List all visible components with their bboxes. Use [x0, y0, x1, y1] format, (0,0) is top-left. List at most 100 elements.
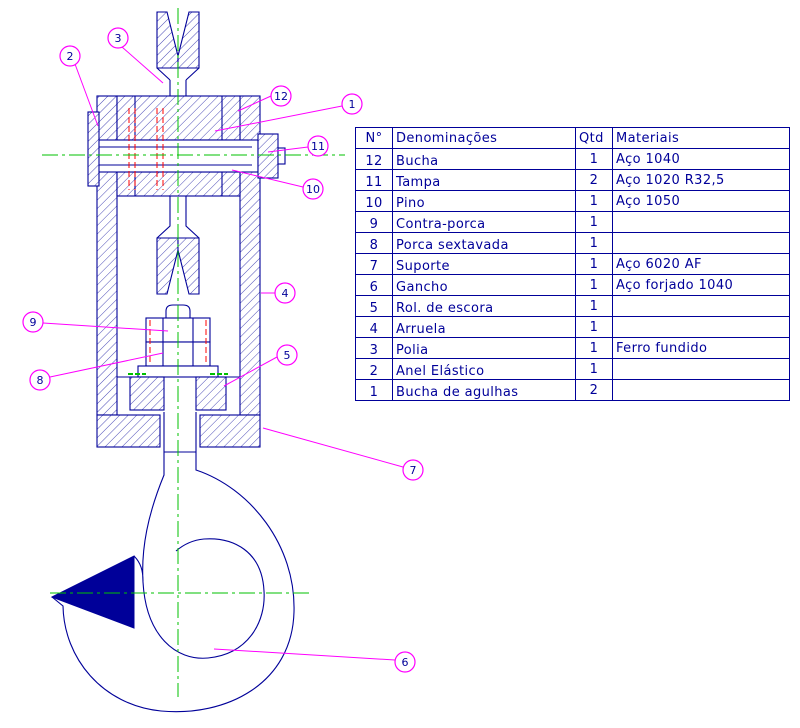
- balloon-12: 12: [270, 85, 292, 107]
- part-qty: 1: [575, 316, 613, 338]
- part-qty: 1: [575, 337, 613, 359]
- part-number: 7: [355, 253, 393, 275]
- part-number: 12: [355, 148, 393, 170]
- table-row: 8 Porca sextavada 1: [355, 232, 790, 254]
- part-material: Ferro fundido: [612, 337, 790, 359]
- leader-line: [267, 146, 309, 153]
- pulley-bottom-rim-left: [156, 237, 179, 295]
- part-qty: 1: [575, 190, 613, 212]
- part-name: Bucha: [392, 148, 576, 170]
- hex-nut-facets: [162, 342, 194, 366]
- table-row: 6 Gancho 1 Aço forjado 1040: [355, 274, 790, 296]
- hidden-lines-nut: [149, 320, 207, 364]
- part-number: 2: [355, 358, 393, 380]
- leader-line: [262, 427, 404, 468]
- part-name: Anel Elástico: [392, 358, 576, 380]
- col-header-material: Materiais: [612, 127, 790, 149]
- hook-tip-cone: [50, 555, 135, 629]
- part-name: Arruela: [392, 316, 576, 338]
- pulley-top-rim-right: [177, 11, 200, 69]
- balloon-label: 3: [115, 32, 122, 45]
- part-qty: 1: [575, 274, 613, 296]
- hidden-lines: [128, 108, 207, 364]
- balloon-4: 4: [274, 282, 296, 304]
- pin-detail-lines: [99, 146, 252, 166]
- balloon-6: 6: [394, 651, 416, 673]
- balloon-label: 11: [311, 140, 325, 153]
- table-row: 11 Tampa 2 Aço 1020 R32,5: [355, 169, 790, 191]
- leader-line: [231, 169, 304, 188]
- part-number: 3: [355, 337, 393, 359]
- col-header-num: N°: [355, 127, 393, 149]
- table-row: 5 Rol. de escora 1: [355, 295, 790, 317]
- pin-body: [89, 139, 259, 173]
- part-material: [612, 211, 790, 233]
- hook-outline: [51, 412, 295, 713]
- pulley: [156, 11, 200, 295]
- part-material: [612, 379, 790, 401]
- part-material: [612, 232, 790, 254]
- part-material: [612, 295, 790, 317]
- balloon-label: 5: [284, 349, 291, 362]
- balloon-label: 8: [37, 374, 44, 387]
- leader-line: [49, 352, 164, 378]
- table-row: 7 Suporte 1 Aço 6020 AF: [355, 253, 790, 275]
- pulley-web-top: [156, 67, 200, 96]
- table-row: 9 Contra-porca 1: [355, 211, 790, 233]
- part-name: Polia: [392, 337, 576, 359]
- balloon-label: 6: [402, 656, 409, 669]
- balloon-9: 9: [22, 311, 44, 333]
- part-number: 10: [355, 190, 393, 212]
- part-material: Aço 1040: [612, 148, 790, 170]
- part-qty: 2: [575, 379, 613, 401]
- part-number: 8: [355, 232, 393, 254]
- centerlines: [42, 8, 345, 697]
- support-bottom-left: [96, 414, 161, 448]
- balloon-2: 2: [59, 45, 81, 67]
- leader-line: [223, 356, 278, 387]
- left-retainer-plate: [87, 111, 100, 187]
- part-number: 6: [355, 274, 393, 296]
- leader-line: [213, 648, 396, 661]
- leader-line: [237, 95, 272, 112]
- balloon-1: 1: [341, 93, 363, 115]
- part-number: 9: [355, 211, 393, 233]
- balloon-5: 5: [276, 344, 298, 366]
- part-number: 1: [355, 379, 393, 401]
- part-name: Pino: [392, 190, 576, 212]
- part-name: Tampa: [392, 169, 576, 191]
- table-row: 10 Pino 1 Aço 1050: [355, 190, 790, 212]
- table-row: 3 Polia 1 Ferro fundido: [355, 337, 790, 359]
- part-qty: 1: [575, 253, 613, 275]
- part-qty: 2: [575, 169, 613, 191]
- part-name: Gancho: [392, 274, 576, 296]
- part-name: Porca sextavada: [392, 232, 576, 254]
- pin-end-cap: [257, 133, 279, 179]
- table-row: 4 Arruela 1: [355, 316, 790, 338]
- table-header-row: N° Denominações Qtd Materiais: [355, 127, 790, 149]
- col-header-qty: Qtd: [575, 127, 613, 149]
- part-material: Aço 1020 R32,5: [612, 169, 790, 191]
- support-housing: [96, 95, 261, 448]
- leader-line: [74, 63, 99, 127]
- thrust-bearing-left: [129, 376, 165, 411]
- part-qty: 1: [575, 148, 613, 170]
- part-material: Aço 6020 AF: [612, 253, 790, 275]
- hidden-lines-hub: [128, 108, 164, 190]
- parts-table: N° Denominações Qtd Materiais 12 Bucha 1…: [355, 127, 790, 401]
- leader-line: [214, 105, 343, 132]
- balloon-11: 11: [307, 135, 329, 157]
- part-number: 11: [355, 169, 393, 191]
- part-qty: 1: [575, 232, 613, 254]
- pin-tip: [277, 147, 286, 165]
- thrust-bearing-right: [195, 376, 227, 411]
- balloon-8: 8: [29, 369, 51, 391]
- balloon-label: 4: [282, 287, 289, 300]
- pulley-web-bottom: [156, 196, 200, 239]
- balloon-10: 10: [302, 178, 324, 200]
- counter-nut-facets: [162, 318, 194, 342]
- part-name: Rol. de escora: [392, 295, 576, 317]
- table-row: 1 Bucha de agulhas 2: [355, 379, 790, 401]
